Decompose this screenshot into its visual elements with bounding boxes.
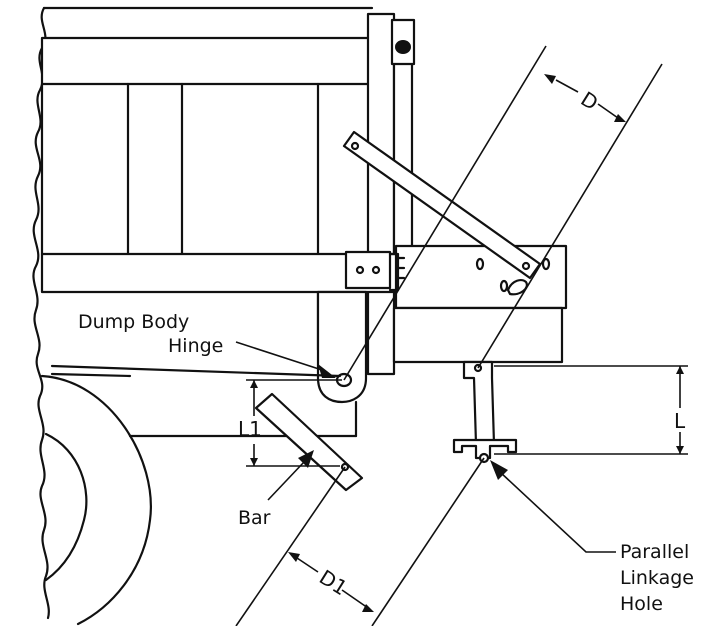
bar xyxy=(254,392,364,492)
hinge-label-line2: Hinge xyxy=(168,335,223,357)
diagonal-strap xyxy=(342,130,542,280)
dim-d-label: D xyxy=(577,87,603,116)
post-pin xyxy=(395,40,411,54)
bar-label: Bar xyxy=(238,507,271,529)
parallel-linkage xyxy=(452,360,518,464)
dim-d1-label: D1 xyxy=(315,565,352,600)
parallel-label-line2: Linkage xyxy=(620,567,694,589)
callout-hinge: Dump Body Hinge xyxy=(78,311,336,378)
reference-lines xyxy=(235,45,663,626)
dim-l1: L1 xyxy=(238,379,342,467)
parallel-label-line1: Parallel xyxy=(620,541,689,563)
dim-d: D xyxy=(544,74,626,122)
bracket-plate xyxy=(394,244,568,310)
break-edge xyxy=(32,6,50,620)
wheel xyxy=(40,374,152,626)
callout-parallel: Parallel Linkage Hole xyxy=(490,460,694,615)
callout-bar: Bar xyxy=(238,450,314,529)
dim-d1: D1 xyxy=(288,552,374,612)
dim-l1-label: L1 xyxy=(238,417,262,441)
lower-rail xyxy=(40,252,400,294)
hoist-bracket xyxy=(344,244,568,364)
top-rail xyxy=(40,36,394,86)
parallel-label-line3: Hole xyxy=(620,593,663,615)
bracket-box xyxy=(392,306,564,364)
hinge-plate xyxy=(344,250,392,290)
hinge-label-line1: Dump Body xyxy=(78,311,189,333)
dim-l: L xyxy=(494,365,688,455)
dim-l-label: L xyxy=(674,409,686,433)
